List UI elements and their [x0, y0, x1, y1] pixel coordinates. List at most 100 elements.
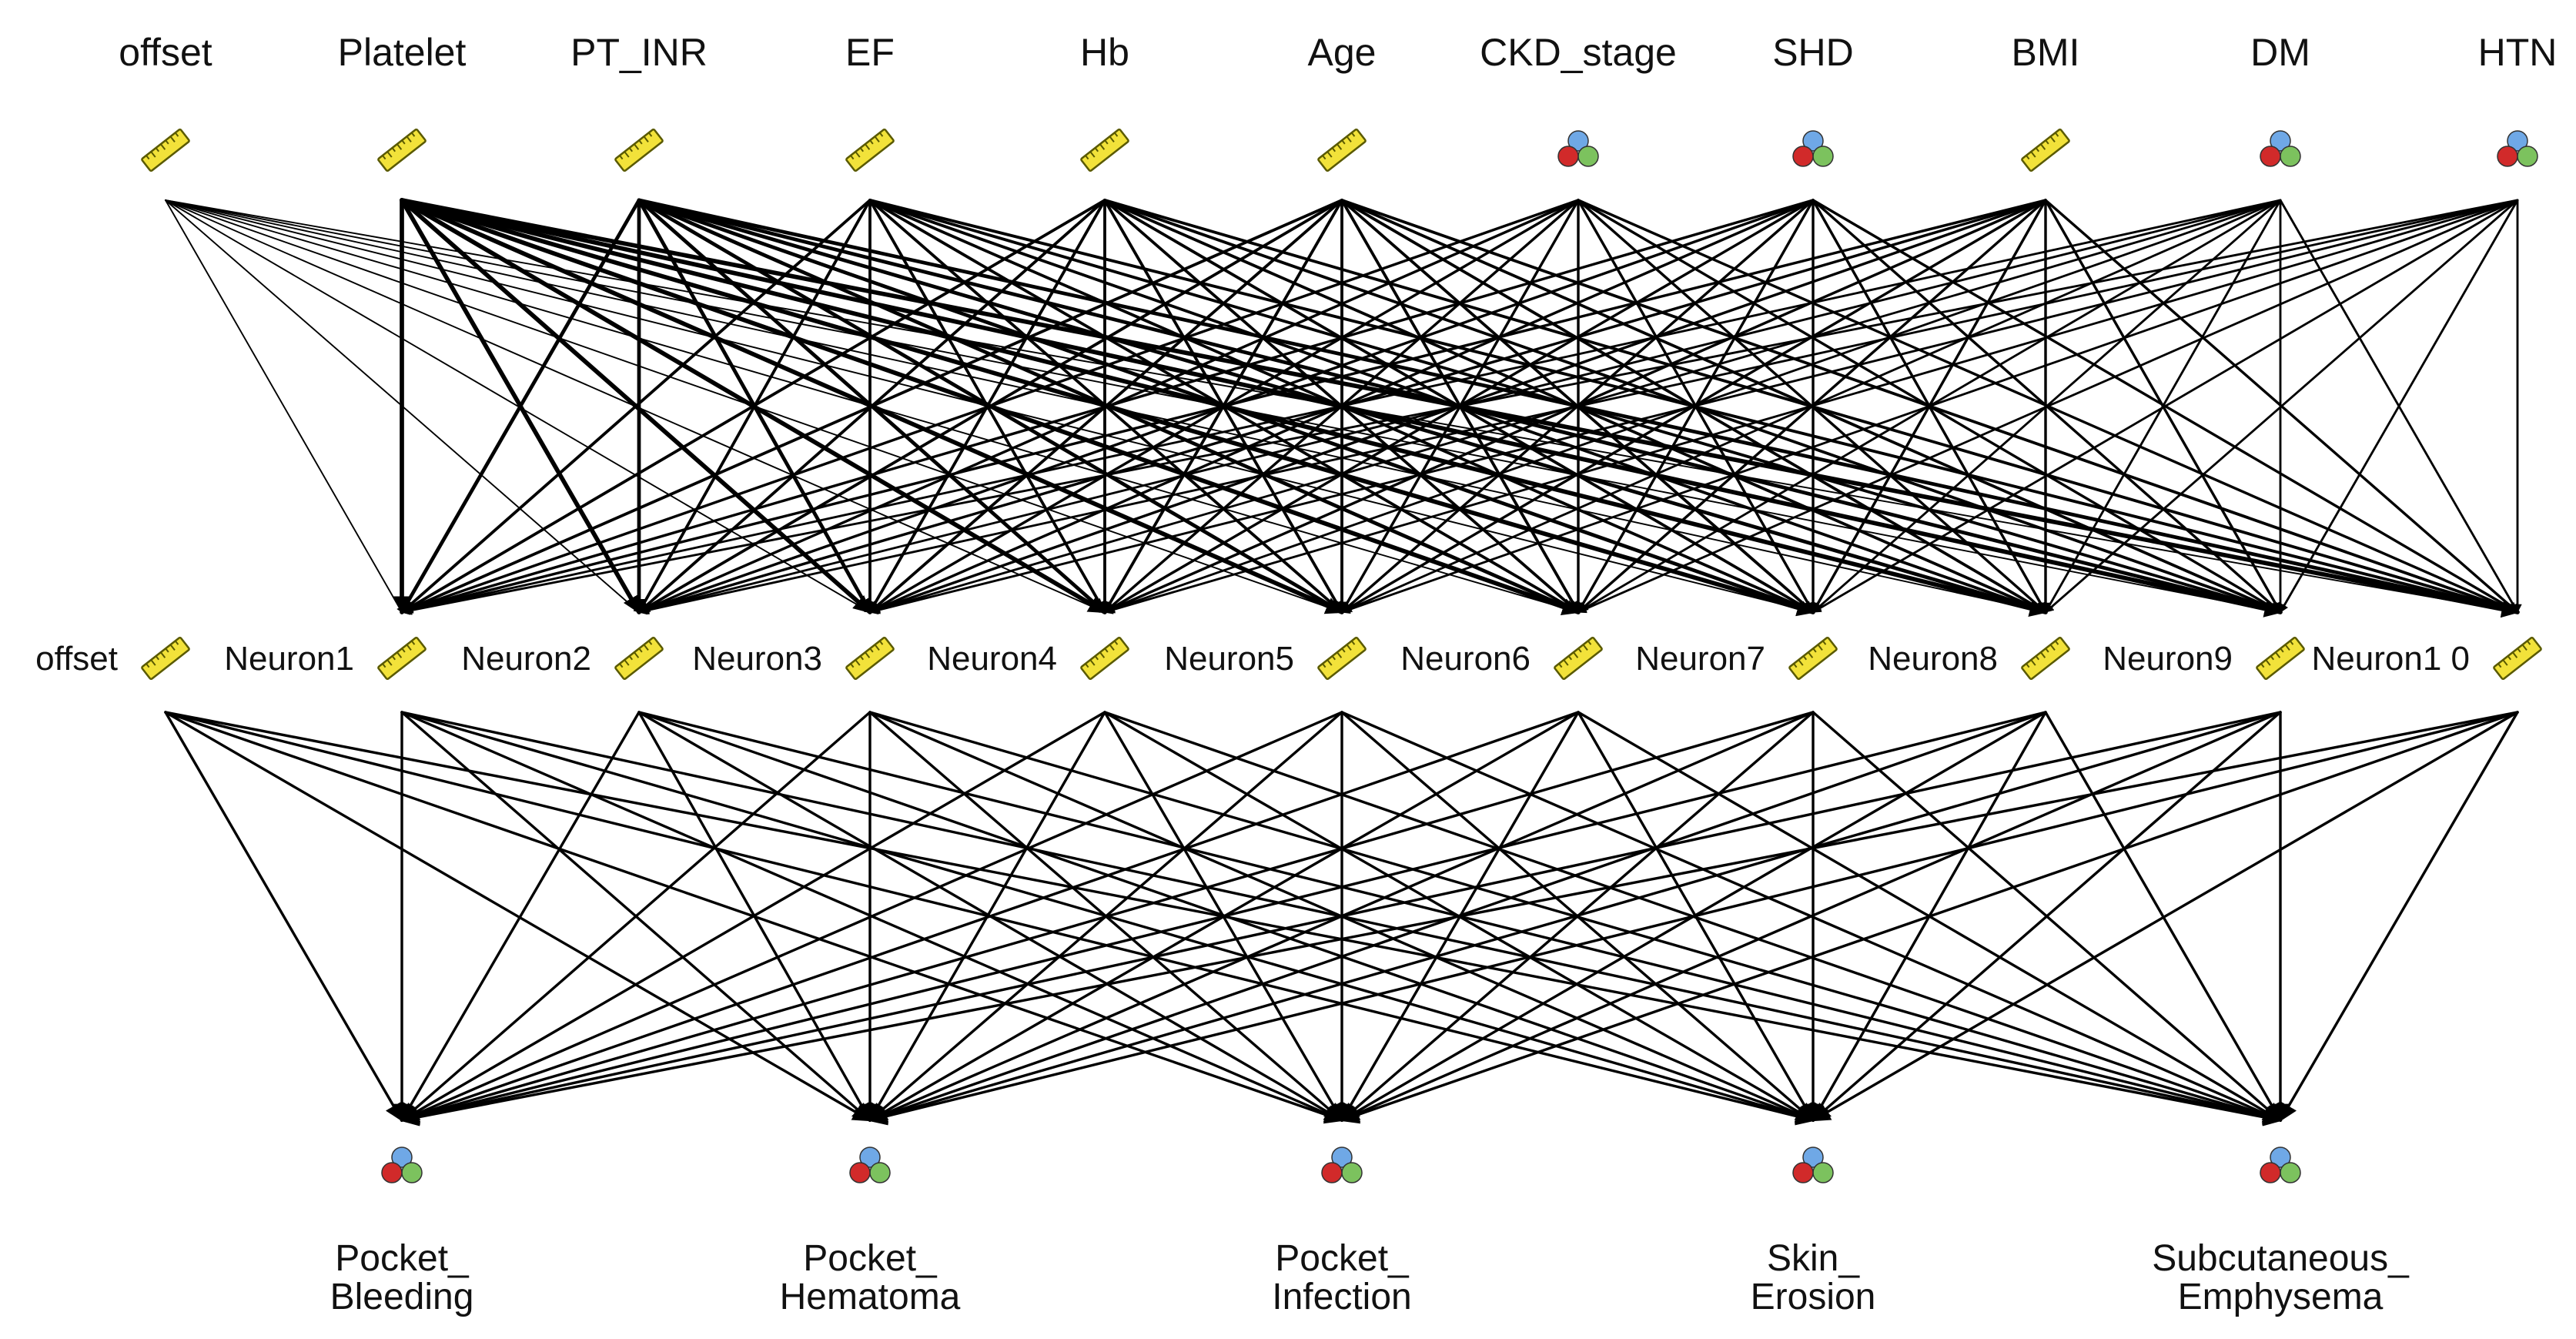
- input-node: BMI: [2012, 31, 2080, 172]
- input-node-label: Platelet: [338, 31, 467, 74]
- connection-line: [1577, 199, 2519, 614]
- connection-line: [1340, 711, 2519, 1124]
- input-node-label: EF: [845, 31, 895, 74]
- ruler-icon: [141, 636, 190, 681]
- ruler-icon: [845, 636, 895, 681]
- connection-line: [400, 199, 1815, 615]
- output-node-label-line2: Bleeding: [330, 1277, 474, 1317]
- input-node-label: SHD: [1772, 31, 1854, 74]
- ruler-icon: [1317, 128, 1367, 172]
- input-node-label: HTN: [2478, 31, 2558, 74]
- hidden-node-label: Neuron3: [692, 640, 822, 678]
- hidden-node-label: Neuron8: [1868, 640, 1998, 678]
- input-node: CKD_stage: [1480, 31, 1677, 167]
- nominal-balls-icon: [2497, 130, 2538, 167]
- input-node-label: Hb: [1080, 31, 1129, 74]
- connection-line: [637, 199, 2519, 615]
- hidden-node-label: Neuron4: [927, 640, 1057, 678]
- connection-line: [400, 711, 2047, 1126]
- hidden-node: Neuron7: [1635, 636, 1838, 681]
- nominal-balls-icon: [1792, 1147, 1834, 1183]
- hidden-node: Neuron9: [2103, 636, 2305, 681]
- output-node-label-line2: Emphysema: [2178, 1277, 2384, 1317]
- input-node-label: BMI: [2012, 31, 2080, 74]
- input-node: HTN: [2478, 31, 2558, 167]
- hidden-node: Neuron8: [1868, 636, 2070, 681]
- output-node: Pocket_Bleeding: [330, 1147, 474, 1317]
- input-node-label: PT_INR: [570, 31, 708, 74]
- output-node: Skin_Erosion: [1751, 1147, 1876, 1317]
- ruler-icon: [845, 128, 895, 172]
- output-node-label-line2: Infection: [1272, 1277, 1411, 1317]
- nominal-balls-icon: [849, 1147, 891, 1183]
- input-node: Platelet: [338, 31, 467, 172]
- hidden-node: Neuron3: [692, 636, 895, 681]
- hidden-node-label: Neuron1 0: [2312, 640, 2470, 678]
- connection-line: [868, 711, 2519, 1126]
- connection-line: [165, 199, 403, 613]
- connection-line: [400, 199, 2282, 615]
- input-node: Hb: [1080, 31, 1129, 172]
- output-node-label-line2: Erosion: [1751, 1277, 1876, 1317]
- hidden-node: Neuron2: [461, 636, 664, 681]
- connection-line: [164, 711, 403, 1123]
- connection-line: [400, 711, 1815, 1125]
- connection-line: [400, 711, 871, 1122]
- connection-line: [1812, 711, 2282, 1122]
- connection-line: [1812, 199, 2519, 614]
- output-node-label-line2: Hematoma: [780, 1277, 961, 1317]
- hidden-node-label: Neuron5: [1164, 640, 1294, 678]
- connection-line: [400, 199, 1343, 614]
- output-node-label-line1: Pocket_: [1275, 1238, 1410, 1279]
- hidden-node-label: Neuron6: [1400, 640, 1531, 678]
- nominal-balls-icon: [1321, 1147, 1363, 1183]
- input-node-label: DM: [2250, 31, 2310, 74]
- output-node-label-line1: Subcutaneous_: [2152, 1238, 2410, 1279]
- nominal-balls-icon: [1557, 130, 1599, 167]
- ruler-icon: [1788, 636, 1838, 681]
- connection-line: [400, 711, 641, 1123]
- connection-line: [400, 711, 1106, 1122]
- nominal-balls-icon: [381, 1147, 423, 1183]
- nominal-balls-icon: [1792, 130, 1834, 167]
- input-node: Age: [1308, 31, 1376, 172]
- ruler-icon: [614, 636, 664, 681]
- connection-line: [1103, 199, 2519, 614]
- hidden-node: offset: [35, 636, 190, 681]
- connection-line: [400, 199, 1106, 614]
- connection-line: [2279, 199, 2519, 614]
- input-node: SHD: [1772, 31, 1854, 167]
- output-node-label-line1: Pocket_: [803, 1238, 938, 1279]
- output-node: Pocket_Infection: [1272, 1147, 1412, 1317]
- hidden-node: Neuron6: [1400, 636, 1603, 681]
- connection-line: [1811, 711, 2519, 1122]
- connection-line: [400, 711, 1343, 1123]
- nominal-balls-icon: [2260, 1147, 2301, 1183]
- ruler-icon: [1080, 128, 1129, 172]
- connection-line: [1340, 711, 2282, 1123]
- hidden-node-label: Neuron2: [461, 640, 591, 678]
- connection-line: [164, 711, 872, 1122]
- connection-line: [400, 199, 871, 614]
- hidden-node: Neuron5: [1164, 636, 1367, 681]
- ruler-icon: [2021, 128, 2070, 172]
- input-hidden-connections: [165, 198, 2522, 618]
- connection-line: [400, 711, 2519, 1126]
- connection-line: [400, 711, 1580, 1124]
- input-node: DM: [2250, 31, 2310, 167]
- connection-line: [400, 711, 2282, 1126]
- connection-line: [868, 711, 2282, 1125]
- ruler-icon: [2256, 636, 2305, 681]
- input-layer: offset Platelet PT_INR EF Hb Age CKD_stage SHD B…: [119, 31, 2557, 172]
- output-node: Pocket_Hematoma: [780, 1147, 961, 1317]
- connection-line: [2279, 711, 2519, 1123]
- ruler-icon: [377, 636, 427, 681]
- input-node: offset: [119, 31, 212, 172]
- hidden-node-label: Neuron1: [224, 640, 354, 678]
- output-node-label-line1: Skin_: [1767, 1238, 1860, 1279]
- connection-line: [868, 199, 2519, 615]
- hidden-node-label: Neuron9: [2103, 640, 2233, 678]
- hidden-node: Neuron1: [224, 636, 427, 681]
- connection-line: [400, 199, 2047, 615]
